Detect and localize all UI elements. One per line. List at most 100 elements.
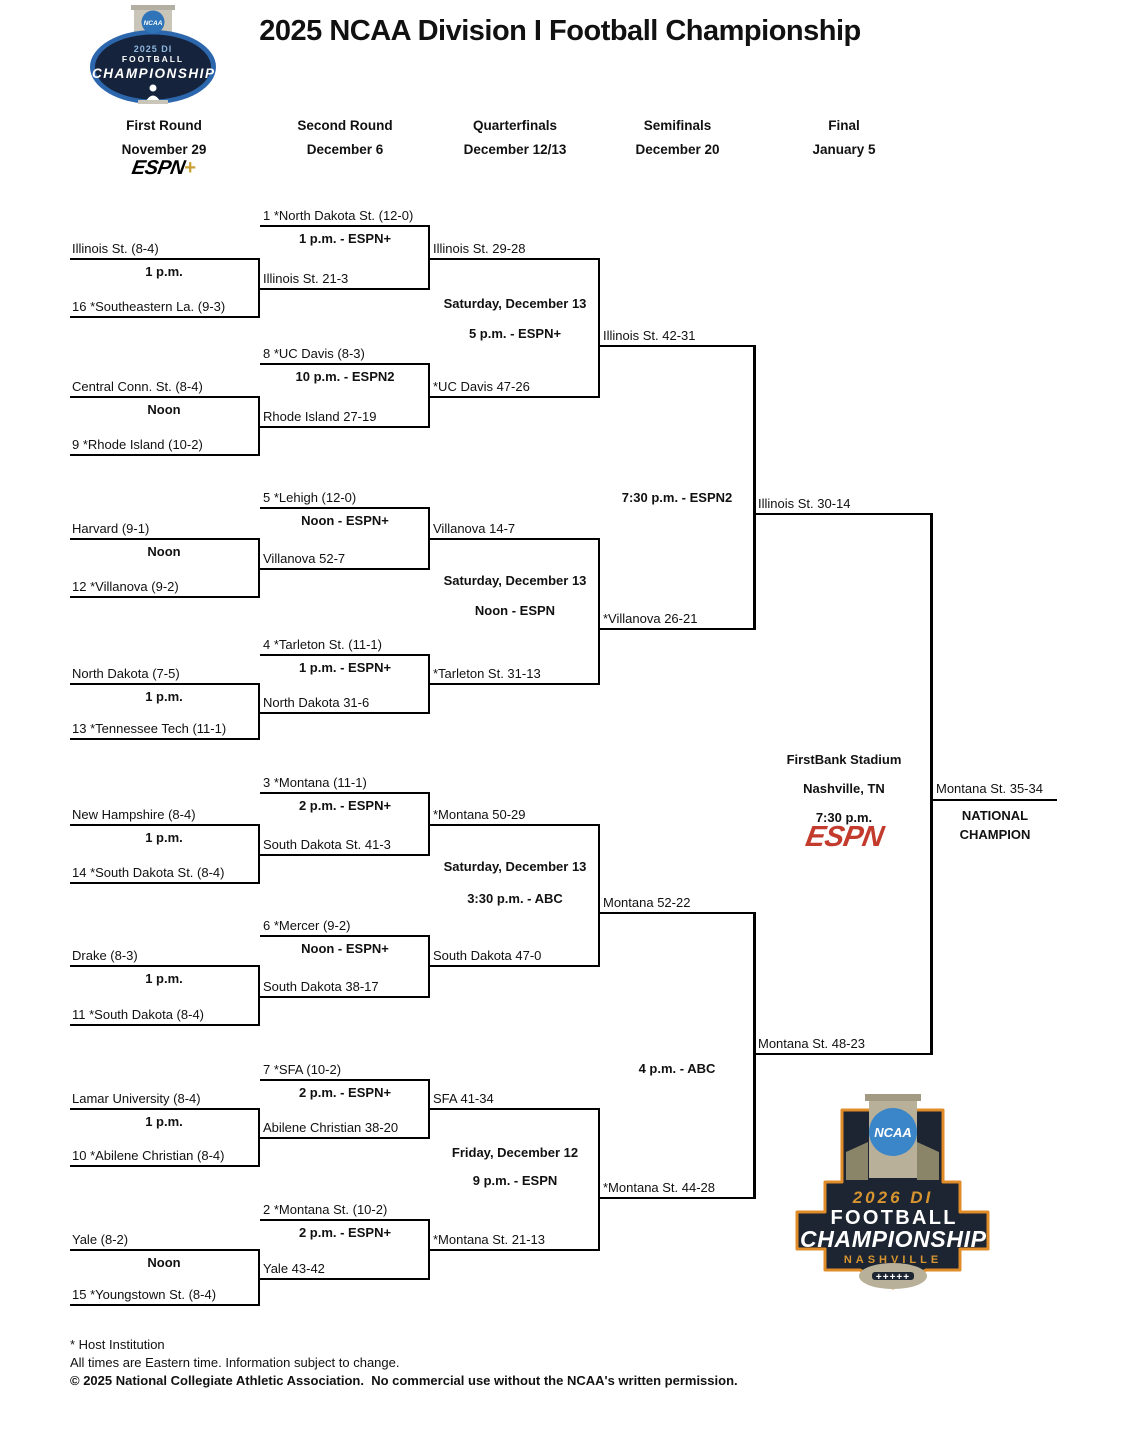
- second-round-seed-team: 3 *Montana (11-1): [263, 775, 367, 790]
- bracket-line: [260, 996, 430, 998]
- bracket-line: [260, 1278, 430, 1280]
- bracket-line: [258, 396, 260, 456]
- bracket-line: [70, 1165, 260, 1167]
- bracket-line: [260, 1137, 430, 1139]
- final-location: Nashville, TN: [803, 781, 885, 796]
- column-header-semifinals: Semifinals: [643, 118, 712, 133]
- quarterfinal-broadcast: 5 p.m. - ESPN+: [468, 326, 562, 341]
- bracket-line: [260, 288, 430, 290]
- first-round-team-top: North Dakota (7-5): [72, 666, 180, 681]
- semifinal-bottom-team: *Villanova 26-21: [603, 611, 698, 626]
- bracket-line: [260, 568, 430, 570]
- bracket-line: [260, 225, 430, 227]
- semifinal-bottom-team: *Montana St. 44-28: [603, 1180, 716, 1195]
- first-round-time: Noon: [147, 544, 181, 559]
- bracket-line: [70, 1024, 260, 1026]
- bracket-line: [430, 258, 600, 260]
- bracket-line: [70, 683, 260, 685]
- national-champion-label: NATIONAL: [961, 808, 1029, 823]
- second-round-broadcast: 2 p.m. - ESPN+: [298, 1085, 392, 1100]
- first-round-team-top: Central Conn. St. (8-4): [72, 379, 203, 394]
- second-round-winner: South Dakota St. 41-3: [263, 837, 391, 852]
- first-round-team-top: Illinois St. (8-4): [72, 241, 159, 256]
- second-round-winner: Yale 43-42: [263, 1261, 325, 1276]
- bracket-line: [428, 654, 430, 714]
- quarterfinal-top-team: Illinois St. 29-28: [433, 241, 526, 256]
- second-round-winner: Rhode Island 27-19: [263, 409, 377, 424]
- bracket-line: [260, 363, 430, 365]
- first-round-team-bottom: 10 *Abilene Christian (8-4): [72, 1148, 225, 1163]
- ncaa-wordmark: NCAA: [874, 1125, 912, 1140]
- second-round-winner: North Dakota 31-6: [263, 695, 370, 710]
- host-institution-note: * Host Institution: [70, 1337, 165, 1352]
- quarterfinal-date: Saturday, December 13: [443, 859, 587, 874]
- first-round-team-top: Yale (8-2): [72, 1232, 129, 1247]
- bracket-line: [430, 824, 600, 826]
- second-round-broadcast: 2 p.m. - ESPN+: [298, 798, 392, 813]
- bracket-line: [930, 513, 933, 1055]
- second-round-winner: Villanova 52-7: [263, 551, 346, 566]
- bracket-line: [428, 507, 430, 570]
- bracket-line: [260, 935, 430, 937]
- first-round-team-bottom: 12 *Villanova (9-2): [72, 579, 179, 594]
- first-round-time: 1 p.m.: [145, 1114, 183, 1129]
- bracket-line: [70, 258, 260, 260]
- second-round-broadcast: 1 p.m. - ESPN+: [298, 660, 392, 675]
- first-round-team-bottom: 15 *Youngstown St. (8-4): [72, 1287, 217, 1302]
- quarterfinal-top-team: Villanova 14-7: [433, 521, 516, 536]
- bracket-line: [258, 258, 260, 318]
- national-champion-label: CHAMPION: [959, 827, 1031, 842]
- second-round-broadcast: Noon - ESPN+: [301, 941, 389, 956]
- second-round-winner: Illinois St. 21-3: [263, 271, 349, 286]
- bracket-line: [598, 1108, 600, 1251]
- bracket-line: [70, 396, 260, 398]
- first-round-team-top: New Hampshire (8-4): [72, 807, 196, 822]
- column-date-quarterfinals: December 12/13: [463, 142, 567, 157]
- semifinal-top-team: Montana 52-22: [603, 895, 691, 910]
- bracket-line: [258, 683, 260, 740]
- bracket-line: [70, 1304, 260, 1306]
- quarterfinal-bottom-team: *Montana St. 21-13: [433, 1232, 546, 1247]
- bracket-line: [428, 1079, 430, 1139]
- bracket-line: [258, 1108, 260, 1167]
- first-round-time: Noon: [147, 1255, 181, 1270]
- bracket-line: [70, 316, 260, 318]
- second-round-seed-team: 1 *North Dakota St. (12-0): [263, 208, 414, 223]
- svg-text:CHAMPIONSHIP: CHAMPIONSHIP: [800, 1226, 987, 1252]
- final-venue: FirstBank Stadium: [786, 752, 902, 767]
- page-title: 2025 NCAA Division I Football Championsh…: [259, 15, 861, 47]
- quarterfinal-broadcast: 9 p.m. - ESPN: [472, 1173, 558, 1188]
- quarterfinal-top-team: *Montana 50-29: [433, 807, 526, 822]
- bracket-line: [430, 396, 600, 398]
- bracket-line: [260, 507, 430, 509]
- semifinal-broadcast: 4 p.m. - ABC: [638, 1061, 716, 1076]
- ncaa-2025-football-championship-logo: NCAA 2025 DI FOOTBALL CHAMPIONSHIP: [90, 5, 216, 104]
- semifinal-broadcast: 7:30 p.m. - ESPN2: [621, 490, 733, 505]
- ncaa-2026-football-championship-logo: NCAA 2026 DI FOOTBALL CHAMPIONSHIP NASHV…: [795, 1094, 990, 1290]
- final-time: 7:30 p.m.: [815, 810, 873, 825]
- bracket-line: [430, 538, 600, 540]
- first-round-time: 1 p.m.: [145, 971, 183, 986]
- bracket-line: [70, 738, 260, 740]
- bracket-line: [260, 1079, 430, 1081]
- quarterfinal-date: Saturday, December 13: [443, 573, 587, 588]
- bracket-line: [755, 1053, 933, 1055]
- first-round-time: Noon: [147, 402, 181, 417]
- bracket-line: [600, 345, 755, 347]
- second-round-seed-team: 5 *Lehigh (12-0): [263, 490, 357, 505]
- quarterfinal-broadcast: Noon - ESPN: [474, 603, 556, 618]
- first-round-team-top: Harvard (9-1): [72, 521, 150, 536]
- bracket-line: [428, 1219, 430, 1280]
- champion-team: Montana St. 35-34: [936, 781, 1043, 796]
- bracket-line: [600, 1197, 755, 1199]
- semifinal-winner: Illinois St. 30-14: [758, 496, 851, 511]
- bracket-line: [70, 965, 260, 967]
- bracket-line: [600, 912, 755, 914]
- bracket-line: [260, 1219, 430, 1221]
- bracket-line: [260, 854, 430, 856]
- second-round-seed-team: 6 *Mercer (9-2): [263, 918, 351, 933]
- second-round-seed-team: 8 *UC Davis (8-3): [263, 346, 365, 361]
- football-laces: +++++: [876, 1272, 910, 1283]
- espn-plus-logo: ESPN+: [130, 157, 197, 179]
